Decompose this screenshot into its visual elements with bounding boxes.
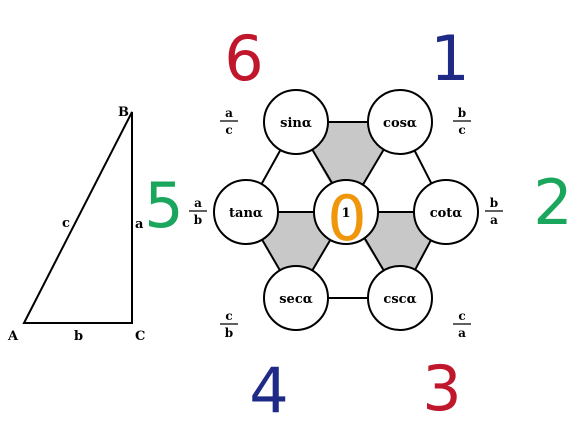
number-zero: 0 <box>327 182 366 255</box>
node-tan-label: tanα <box>229 206 263 221</box>
ratio-sec-den: b <box>225 326 233 340</box>
ratio-fractions: a c b c a b b a c b c a <box>189 106 503 340</box>
node-tan <box>213 179 279 245</box>
node-sec-label: secα <box>279 292 313 307</box>
ratio-cot-num: b <box>490 196 498 210</box>
node-cot <box>413 179 479 245</box>
number-five: 5 <box>144 169 183 242</box>
vertex-c-label: C <box>135 329 145 344</box>
node-center <box>313 179 379 245</box>
node-cot-label: cotα <box>430 206 463 221</box>
ratio-sin-den: c <box>225 123 232 137</box>
ratio-cot: b a <box>485 196 503 227</box>
ratio-sin-num: a <box>225 106 233 120</box>
right-triangle: B A C c a b <box>7 105 145 344</box>
ratio-cos: b c <box>453 106 471 137</box>
node-center-label: 1 <box>341 206 350 221</box>
ratio-tan-den: b <box>194 213 202 227</box>
number-four: 4 <box>249 354 288 427</box>
ratio-csc-den: a <box>458 326 466 340</box>
number-three: 3 <box>422 352 461 425</box>
node-cos <box>367 89 433 155</box>
side-a-label: a <box>135 217 144 232</box>
ratio-tan-num: a <box>194 196 202 210</box>
side-b-label: b <box>74 329 83 344</box>
vertex-b-label: B <box>118 105 129 120</box>
node-sec <box>263 265 329 331</box>
vertex-a-label: A <box>7 329 19 344</box>
node-labels: sinα cosα tanα 1 cotα secα cscα <box>229 116 462 307</box>
ratio-csc-num: c <box>458 309 465 323</box>
node-sin <box>263 89 329 155</box>
node-csc-label: cscα <box>383 292 416 307</box>
ratio-csc: c a <box>453 309 471 340</box>
ratio-cos-den: c <box>458 123 465 137</box>
ratio-tan: a b <box>189 196 207 227</box>
number-six: 6 <box>224 22 263 95</box>
node-csc <box>367 265 433 331</box>
side-c-label: c <box>62 216 70 231</box>
triangle-shape <box>22 111 133 324</box>
ratio-cot-den: a <box>490 213 498 227</box>
node-cos-label: cosα <box>383 116 417 131</box>
number-one: 1 <box>430 22 469 95</box>
ratio-cos-num: b <box>458 106 466 120</box>
ratio-sec-num: c <box>225 309 232 323</box>
ratio-sec: c b <box>220 309 238 340</box>
ratio-sin: a c <box>220 106 238 137</box>
shaded-triangle-top <box>296 122 400 212</box>
node-sin-label: sinα <box>280 116 312 131</box>
big-numbers: 6 1 5 2 0 4 3 <box>144 22 572 427</box>
hexagon-nodes <box>213 89 479 331</box>
number-two: 2 <box>533 166 572 239</box>
